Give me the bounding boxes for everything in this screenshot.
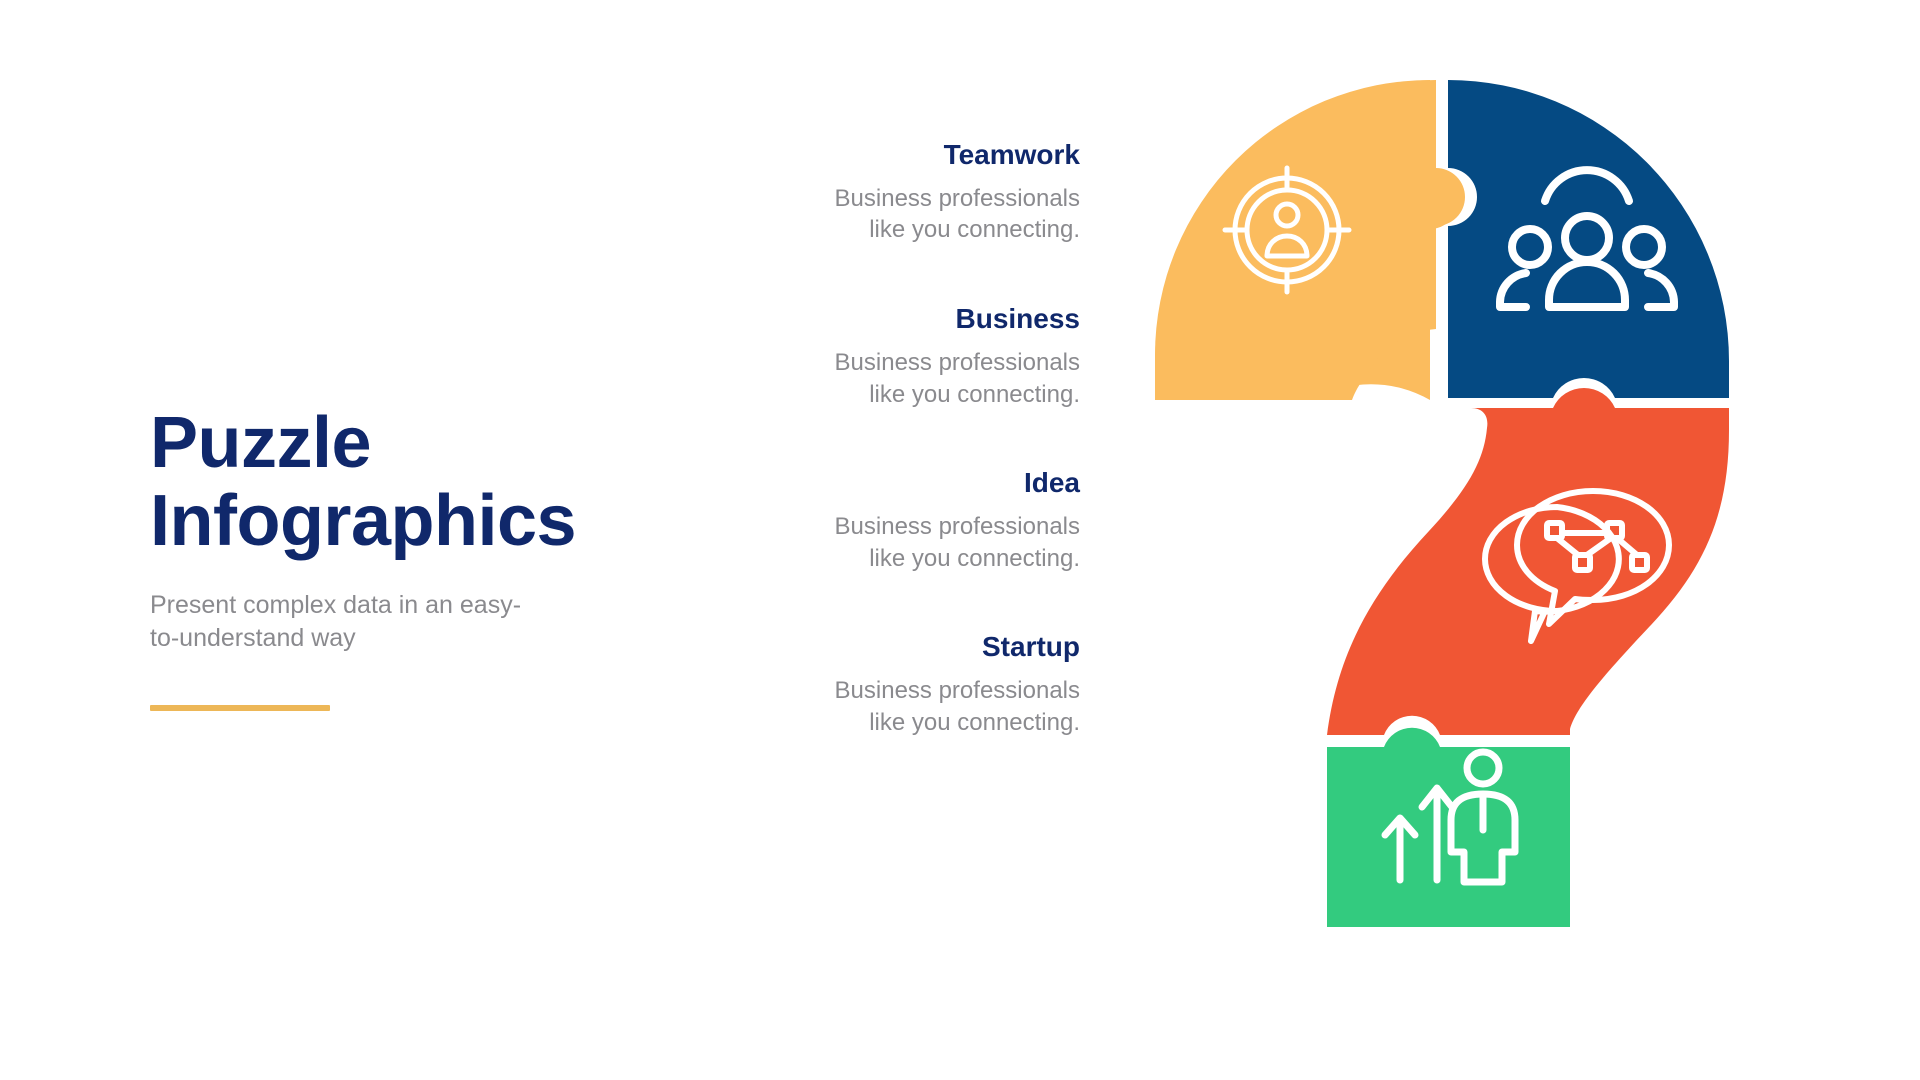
- accent-rule-divider: [150, 705, 330, 711]
- item-description: Business professionals like you connecti…: [834, 184, 1080, 244]
- items-column: Teamwork Business professionals like you…: [700, 139, 1081, 739]
- item-title: Startup: [982, 631, 1080, 663]
- puzzle-piece-startup[interactable]: [1327, 727, 1570, 927]
- page-subtitle: Present complex data in an easy- to-unde…: [150, 590, 522, 652]
- puzzle-piece-business[interactable]: [1448, 80, 1729, 398]
- target-person-icon: [1222, 165, 1352, 295]
- group-people-icon: [1496, 166, 1678, 311]
- speech-network-icon: [1482, 488, 1672, 644]
- item-startup[interactable]: Startup Business professionals like you …: [700, 632, 1080, 738]
- puzzle-piece-teamwork[interactable]: [1155, 80, 1465, 400]
- item-idea[interactable]: Idea Business professionals like you con…: [700, 467, 1080, 574]
- puzzle-piece-teamwork-body: [1155, 80, 1465, 400]
- question-mark-puzzle-graphic: [1145, 55, 1865, 985]
- title-block: Puzzle Infographics Present complex data…: [150, 403, 670, 711]
- item-title: Idea: [1023, 467, 1080, 499]
- item-description: Business professionals like you connecti…: [834, 677, 1080, 736]
- page-title: Puzzle Infographics: [150, 403, 577, 561]
- puzzle-piece-idea[interactable]: [1327, 387, 1729, 735]
- puzzle-piece-idea-shape: [1327, 387, 1729, 735]
- item-teamwork[interactable]: Teamwork Business professionals like you…: [700, 139, 1080, 246]
- item-business[interactable]: Business Business professionals like you…: [700, 303, 1081, 410]
- item-description: Business professionals like you connecti…: [834, 513, 1080, 572]
- item-title: Teamwork: [943, 139, 1080, 170]
- growth-person-icon: [1381, 748, 1519, 886]
- puzzle-piece-business-shape: [1448, 80, 1729, 398]
- item-title: Business: [955, 303, 1081, 335]
- item-description: Business professionals like you connecti…: [834, 348, 1080, 408]
